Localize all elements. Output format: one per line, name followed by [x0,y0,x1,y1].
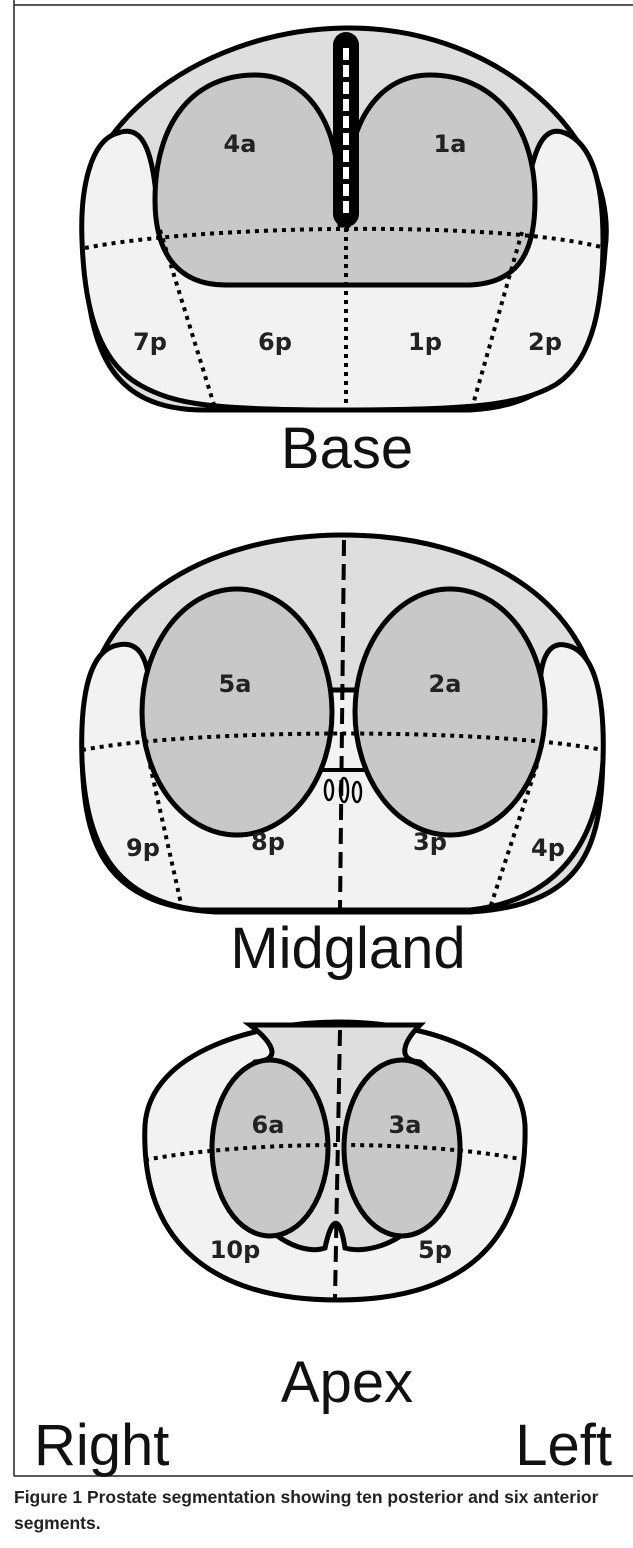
segment-label: 9p [126,834,160,862]
segment-label: 1a [434,130,467,158]
midgland-right-division [148,764,184,909]
level-title: Apex [281,1350,413,1415]
apex-left-lobe [341,1057,463,1239]
base-section: 4a 1a 7p 6p 1p 2p Base [79,25,609,481]
figure-caption: Figure 1 Prostate segmentation showing t… [14,1484,614,1536]
orientation-right-label: Right [34,1413,169,1478]
segment-label: 1p [408,328,442,356]
segment-label: 3p [413,828,447,856]
segment-label: 6p [258,328,292,356]
base-left-division [470,231,524,409]
orientation-left-label: Left [515,1413,612,1478]
base-horizontal-division [84,226,606,250]
apex-horizontal-division [144,1143,526,1162]
level-title: Midgland [230,916,465,981]
midgland-right-lobe [139,586,335,838]
midgland-duct [351,780,363,804]
apex-section: 6a 3a 10p 5p Apex [142,1019,528,1415]
segment-label: 5p [418,1236,452,1264]
segment-label: 4p [531,834,565,862]
midgland-midline-division [338,539,346,911]
segment-label: 10p [210,1236,261,1264]
segment-label: 3a [389,1111,422,1139]
caption-text: Prostate segmentation showing ten poster… [14,1487,599,1533]
segment-label: 2a [429,670,462,698]
midgland-section: 5a 2a 9p 8p 3p 4p Midgland [79,532,606,981]
segment-label: 7p [133,328,167,356]
apex-right-lobe [209,1057,331,1239]
level-title: Base [281,416,413,481]
segment-label: 6a [252,1111,285,1139]
segment-label: 4a [224,130,257,158]
midgland-left-lobe [352,586,548,838]
caption-label: Figure 1 [14,1487,83,1507]
segment-label: 5a [219,670,252,698]
base-urethra [333,32,359,227]
midgland-duct [323,778,335,802]
base-right-division [158,229,217,409]
apex-midline-division [333,1029,342,1299]
midgland-left-division [488,764,539,909]
segment-label: 8p [251,828,285,856]
segment-label: 2p [528,328,562,356]
midgland-horizontal-division [81,731,604,752]
